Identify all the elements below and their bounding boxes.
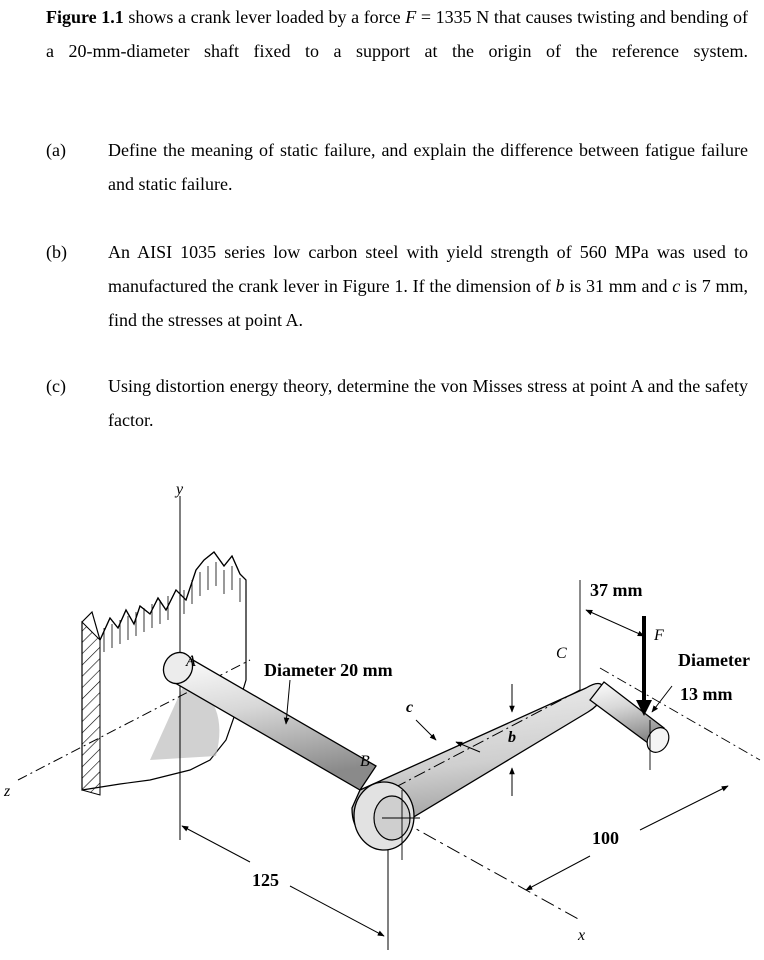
intro-text-b: = 1335 N that causes twisting and bendin… [46, 7, 748, 61]
z-axis-label: z [3, 783, 11, 800]
question-text-a: An AISI 1035 series low carbon steel wit… [108, 242, 748, 296]
pin-diameter-label-1: Diameter [678, 650, 750, 670]
shaft-diameter-label: Diameter 20 mm [264, 660, 393, 680]
force-variable: F [405, 7, 417, 27]
question-text-b: is 31 mm and [564, 276, 673, 296]
var-b: b [555, 276, 565, 296]
x-axis-line [399, 819, 581, 921]
crank-lever-figure: y z x F [3, 481, 761, 950]
dim-c-label: c [406, 699, 413, 716]
question-text: Define the meaning of static failure, an… [108, 140, 748, 194]
point-c-label: C [556, 645, 567, 662]
z-axis-line [17, 659, 251, 781]
loading-pin [589, 681, 670, 753]
point-b-label: B [360, 753, 370, 770]
force-label: F [653, 627, 664, 644]
pin-diameter-label-2: 13 mm [680, 684, 733, 704]
question-label: (b) [46, 242, 67, 262]
main-shaft [162, 651, 377, 791]
point-a-label: A [185, 653, 196, 670]
question-text: Using distortion energy theory, determin… [108, 376, 748, 430]
intro-text-a: shows a crank lever loaded by a force [123, 7, 406, 27]
dim-125-label: 125 [252, 870, 279, 890]
question-text-c: is 7 mm, find the stresses at point A. [108, 276, 748, 330]
intro-paragraph: Figure 1.1 shows a crank lever loaded by… [46, 0, 748, 68]
question-label: (a) [46, 140, 66, 160]
crank-arm [351, 682, 605, 851]
dim-37-label: 37 mm [590, 580, 643, 600]
x-axis-label: x [577, 927, 585, 944]
var-c: c [672, 276, 681, 296]
dim-100-label: 100 [592, 828, 619, 848]
figure-reference: Figure 1.1 [46, 7, 124, 27]
y-axis-label: y [174, 481, 184, 498]
dim-b-label: b [508, 729, 516, 746]
question-label: (c) [46, 376, 66, 396]
force-arrow [636, 616, 652, 716]
question-text: An AISI 1035 series low carbon steel wit… [108, 235, 748, 337]
